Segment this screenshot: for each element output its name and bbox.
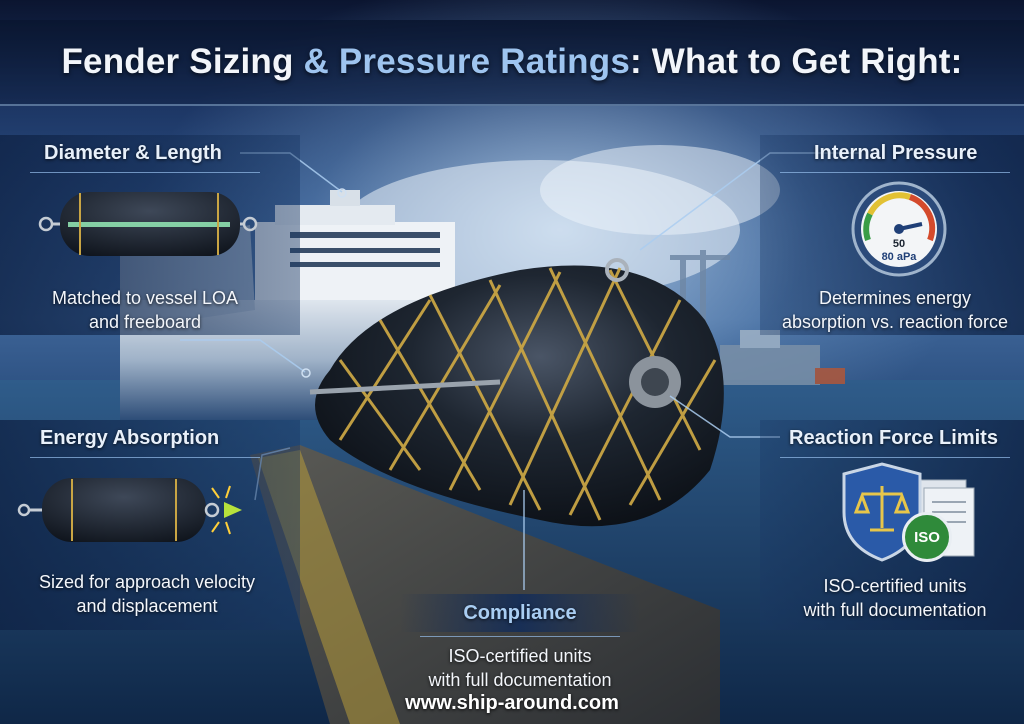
diameter-card-divider xyxy=(30,172,260,173)
title-part2: : What to Get Right: xyxy=(629,42,963,81)
fender-impact-icon xyxy=(17,478,242,542)
compliance-title-box xyxy=(400,594,640,632)
energy-card-desc: Sized for approach velocity and displace… xyxy=(14,570,280,618)
title-band xyxy=(0,20,1024,106)
diameter-desc-line2: and freeboard xyxy=(88,312,202,332)
page-title: Fender Sizing & Pressure Ratings: What t… xyxy=(0,42,1024,82)
pressure-desc-line1: Determines energy xyxy=(818,288,972,308)
cloud xyxy=(540,145,780,235)
compliance-desc-line2: with full documentation xyxy=(428,670,612,690)
pressure-gauge-icon: 50 80 aPa xyxy=(850,180,948,278)
main-fender-illustration xyxy=(309,258,724,527)
reaction-card-divider xyxy=(780,457,1010,458)
gauge-unit: 80 aPa xyxy=(881,251,917,263)
compliance-desc-line1: ISO-certified units xyxy=(448,646,592,666)
compliance-desc: ISO-certified units with full documentat… xyxy=(380,644,660,692)
website-url: www.ship-around.com xyxy=(405,692,619,714)
energy-card-divider xyxy=(30,457,260,458)
title-accent: & Pressure Ratings xyxy=(303,42,630,81)
pressure-card-divider xyxy=(780,172,1010,173)
reaction-card-desc: ISO-certified units with full documentat… xyxy=(770,574,1020,622)
compliance-divider xyxy=(420,636,620,637)
diameter-desc-line1: Matched to vessel LOA xyxy=(51,288,239,308)
fender-icon xyxy=(38,192,258,256)
gauge-value: 50 xyxy=(892,238,906,250)
pressure-card-title: Internal Pressure xyxy=(814,142,978,164)
reaction-desc-line1: ISO-certified units xyxy=(823,576,967,596)
iso-badge: ISO xyxy=(902,512,952,562)
energy-card-title: Energy Absorption xyxy=(40,427,220,449)
reaction-desc-line2: with full documentation xyxy=(803,600,987,620)
diameter-card-desc: Matched to vessel LOA and freeboard xyxy=(30,286,260,334)
pressure-card-desc: Determines energy absorption vs. reactio… xyxy=(770,286,1020,334)
reaction-card-title: Reaction Force Limits xyxy=(789,427,998,449)
compliance-title: Compliance xyxy=(463,602,577,624)
title-part1: Fender Sizing xyxy=(61,42,294,81)
energy-desc-line2: and displacement xyxy=(76,596,218,616)
diameter-card-title: Diameter & Length xyxy=(44,142,222,164)
pressure-desc-line2: absorption vs. reaction force xyxy=(781,312,1009,332)
energy-desc-line1: Sized for approach velocity xyxy=(38,572,256,592)
iso-shield-icon: ISO xyxy=(838,462,978,562)
